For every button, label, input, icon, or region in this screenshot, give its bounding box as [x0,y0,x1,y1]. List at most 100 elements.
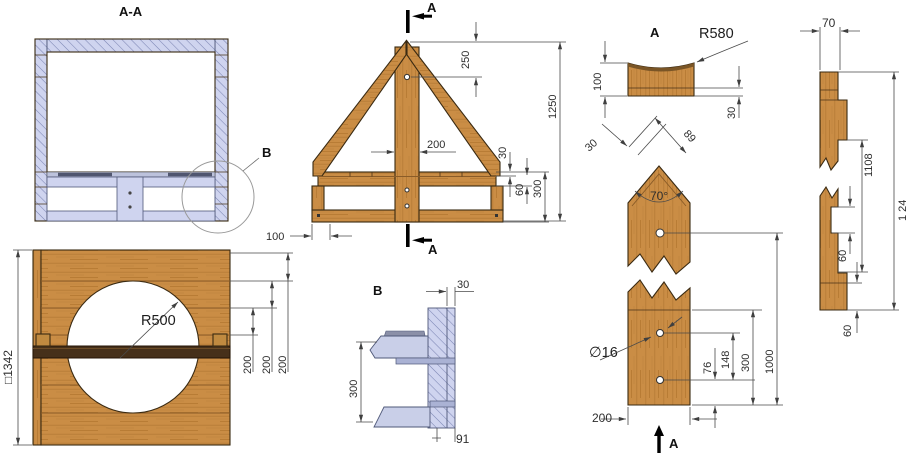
section-cut-bar-top [406,10,410,33]
radius-580-label: R580 [699,26,734,42]
ext-lines-left [600,62,627,97]
bolt-hole [128,191,132,195]
ext-lines-top [819,27,841,70]
detail-b-title: B [373,283,382,298]
dim-200-3-label: 200 [242,356,254,374]
dim-200-2-label: 200 [261,356,273,374]
upper-ledge-strip [395,357,456,365]
bevel-ref-lines [628,115,667,156]
bolt-hole [128,205,132,209]
ext-lines-bottom [627,407,691,425]
dim-148-label: 148 [720,351,732,369]
dim-30-label: 30 [726,107,738,119]
detail-b-circle [181,160,255,234]
view-section-aa: A-A B [34,4,271,234]
dim-30-label: 30 [497,147,509,159]
shelf-segment [58,172,112,177]
center-post [394,46,420,223]
center-post-section [116,176,144,222]
bottom-hole [656,376,664,384]
section-label-bottom: A [428,242,438,257]
dim-200-label: 200 [592,411,612,425]
section-arrow-up [654,425,664,436]
end-post-left [311,185,325,211]
top-beam-section [46,38,216,53]
dim-76-label: 76 [702,362,714,374]
dim-60-label: 60 [514,184,526,196]
view-top-a: A R580 100 30 [592,25,749,119]
bar-notch-right [212,333,228,347]
rafter-right [406,39,501,177]
section-label-top: A [427,0,437,15]
profile-joint-lines [820,89,838,101]
right-wall-section [214,38,229,222]
dim-300-label: 300 [348,380,360,398]
apex-hole [403,73,411,81]
section-label: A [669,436,679,451]
dim-60bot-label: 60 [842,325,854,337]
top-hole [655,228,665,238]
rafter-left [312,39,407,177]
hole-dia-label: ∅16 [589,345,618,361]
post-hole [404,187,410,193]
dim-300-label: 300 [740,354,752,372]
hole-leader-tail [667,316,683,329]
view-detail-b: B 91 30 300 [348,279,474,446]
post-hole [404,203,410,209]
dim-overall-label: 1 24 [897,200,909,221]
wall-joints [35,54,228,205]
ext-lines-bottom [311,224,331,240]
dim-1108-label: 1108 [863,153,875,177]
ext-lines-1108 [838,139,868,273]
dim-1000-label: 1000 [764,350,776,374]
bar-notch-left [35,333,51,347]
lower-board-section [373,406,431,428]
ext-lines [13,249,32,446]
dim-200-1-label: 200 [277,356,289,374]
picket-lower-part [627,279,691,406]
ext-lines-right [230,252,293,336]
profile-upper-part [819,71,848,172]
curved-chamfer [628,63,694,72]
detail-b-ref-label: B [262,145,271,160]
picket-upper-part [627,165,691,275]
corner-fastener [317,214,320,217]
view-picket: 70° 30 89 ∅16 76 148 300 1000 200 A [583,115,783,453]
ext-lines-right [664,232,783,406]
mid-hole [656,329,664,337]
view-side-profile: 70 1108 1 24 60 60 [800,16,909,337]
angle-arc [634,190,684,203]
corner-fastener [495,214,498,217]
dim-30-label: 30 [457,279,469,291]
dim-1250-label: 1250 [547,95,559,119]
dim-300-label: 300 [532,180,544,198]
section-aa-title: A-A [119,4,143,19]
view-gable: A 250 1250 200 30 60 300 [266,0,566,257]
dim-bevel30-label: 30 [583,137,600,154]
left-wall-section [34,38,48,222]
dim-bevel89-label: 89 [681,128,698,145]
dim-70-label: 70 [822,16,836,30]
ext-lines-overall [838,71,899,311]
ext-lines-top [446,287,456,306]
dim-bevel89-line [654,117,687,154]
end-post-right [490,185,504,211]
lower-ledge-strip [429,400,456,408]
dim-60mid-label: 60 [837,250,849,262]
section-cut-bar-bottom [406,224,410,247]
bottom-ext-lines [432,428,456,442]
upper-board-section [369,335,429,359]
note-91-label: 91 [456,432,470,446]
detail-b-leader [242,157,260,172]
view-front-panel: R500 □1342 200 200 200 [1,249,293,446]
radius-leader [119,301,179,359]
angle-70-label: 70° [650,189,668,203]
section-cut-bar [657,436,661,453]
profile-lower-part [819,185,848,311]
lath-joints [349,172,463,177]
dim-250-label: 250 [460,51,472,69]
ext-lines [410,41,566,78]
section-arrow-bottom [412,237,424,244]
